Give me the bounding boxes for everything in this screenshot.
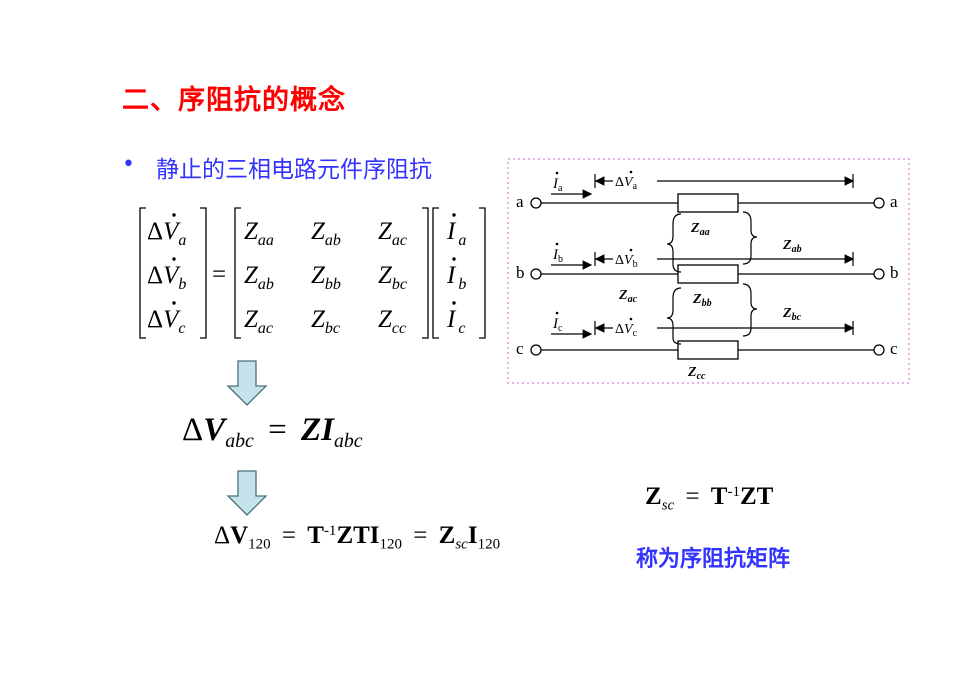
z-entry: Zab <box>244 262 274 293</box>
zsc-note: 称为序阻抗矩阵 <box>636 547 791 572</box>
svg-text:Ia: Ia <box>446 218 466 249</box>
z-entry: Zac <box>244 306 273 337</box>
z-matrix: Zaa Zab Zac Zab Zbb Zbc Zac Zbc Zcc <box>244 218 407 337</box>
svg-text:Zac: Zac <box>618 288 638 305</box>
down-arrow-icon <box>226 470 268 516</box>
down-arrow-icon <box>226 360 268 406</box>
svg-text:Ib: Ib <box>552 247 563 265</box>
svg-text:Ib: Ib <box>446 262 466 293</box>
svg-text:a: a <box>890 192 898 211</box>
phase-a-line: a a <box>516 192 898 213</box>
svg-text:b: b <box>890 263 899 282</box>
svg-text:ΔVb: ΔVb <box>147 262 186 293</box>
svg-text:Ic: Ic <box>552 316 563 334</box>
slide-title: 二、序阻抗的概念 <box>122 85 346 116</box>
lhs-entry-b: ΔVb <box>147 257 186 293</box>
svg-text:a: a <box>516 192 524 211</box>
z-entry: Zbc <box>378 262 407 293</box>
lhs-entry-c: ΔVc <box>147 301 185 337</box>
bullet-text: 静止的三相电路元件序阻抗 <box>156 157 432 183</box>
voltage-drop-markers: ΔVa ΔVb ΔVc <box>594 170 855 339</box>
z-entry: Zbb <box>311 262 341 293</box>
svg-text:c: c <box>890 339 898 358</box>
equals-sign: = <box>212 261 226 288</box>
svg-text:Ic: Ic <box>446 306 465 337</box>
z-entry: Zaa <box>244 218 274 249</box>
phase-b-line: b b <box>516 263 899 284</box>
svg-text:Zbc: Zbc <box>782 306 802 323</box>
sequence-equation: ΔV120 = T-1ZTI120 = ZscI120 <box>214 522 501 553</box>
svg-text:ΔVc: ΔVc <box>615 322 638 339</box>
svg-text:b: b <box>516 263 525 282</box>
impedance-labels: Zaa Zbb Zcc Zab Zac Zbc <box>618 221 802 382</box>
z-entry: Zab <box>311 218 341 249</box>
svg-text:ΔVb: ΔVb <box>615 253 638 270</box>
svg-text:ΔVc: ΔVc <box>147 306 185 337</box>
z-entry: Zbc <box>311 306 340 337</box>
phase-c-line: c c <box>516 339 898 360</box>
lhs-entry-a: ΔVa <box>147 213 186 249</box>
three-phase-circuit-diagram: a a b b c c Ia Ib Ic <box>507 158 910 384</box>
svg-text:Zcc: Zcc <box>687 365 706 382</box>
coupling-braces <box>666 211 758 345</box>
z-entry: Zac <box>378 218 407 249</box>
compact-equation: ΔVabc = ZIabc <box>182 412 363 452</box>
matrix-equation: ΔVa ΔVb ΔVc = Zaa Zab Zac Zab Zbb Zbc Za… <box>139 207 486 339</box>
svg-text:Zaa: Zaa <box>690 221 710 238</box>
svg-text:ΔVa: ΔVa <box>147 218 186 249</box>
svg-text:Ia: Ia <box>552 176 563 194</box>
z-entry: Zcc <box>378 306 406 337</box>
svg-text:ΔVa: ΔVa <box>615 175 638 192</box>
svg-text:Zab: Zab <box>782 238 802 255</box>
current-arrows: Ia Ib Ic <box>551 171 593 339</box>
zsc-definition: Zsc = T-1ZT <box>645 483 774 514</box>
svg-text:c: c <box>516 339 524 358</box>
svg-text:Zbb: Zbb <box>692 292 712 309</box>
bullet-marker: • <box>122 152 135 177</box>
